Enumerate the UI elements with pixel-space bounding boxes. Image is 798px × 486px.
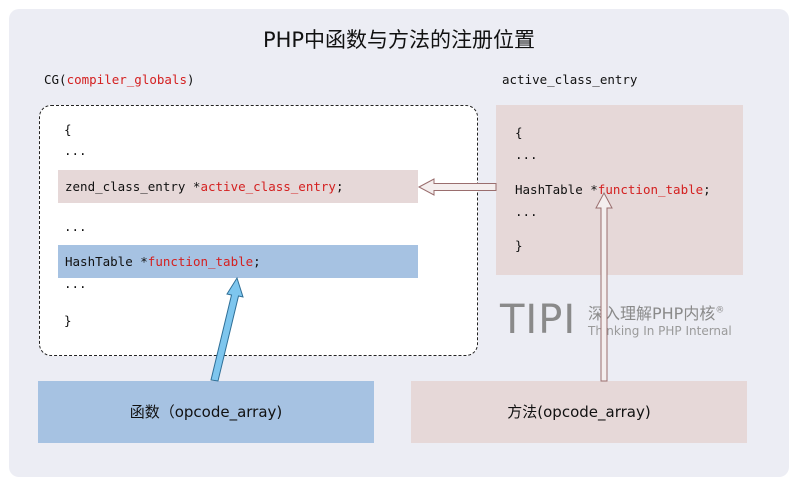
cg-label-prefix: CG(: [44, 72, 67, 87]
function-opcode-box: 函数（opcode_array): [38, 381, 374, 443]
diagram-title: PHP中函数与方法的注册位置: [262, 28, 536, 52]
cg-ace-field: active_class_entry: [200, 179, 336, 194]
ace-ft-field: function_table: [597, 182, 704, 197]
ace-to-cg-arrow: [417, 178, 497, 196]
tipi-logo-mark: TIPI: [500, 297, 577, 343]
ace-ft-prefix: HashTable *: [515, 182, 598, 197]
ace-dots-2: ...: [515, 204, 538, 219]
ace-function-table-line: HashTable *function_table;: [515, 182, 711, 197]
ace-struct-box: [496, 105, 743, 275]
cg-label-name: compiler_globals: [66, 72, 187, 87]
method-to-ace-arrow: [595, 191, 613, 382]
tipi-logo: TIPI 深入理解PHP内核® Thinking In PHP Internal: [500, 298, 760, 348]
ace-dots-1: ...: [515, 147, 538, 162]
cg-dots-3: ...: [64, 276, 87, 291]
tipi-logo-registered: ®: [715, 305, 725, 316]
ace-close-brace: }: [515, 238, 523, 253]
ace-label: active_class_entry: [502, 72, 638, 87]
method-opcode-box: 方法(opcode_array): [411, 381, 747, 443]
cg-label-suffix: ): [187, 72, 195, 87]
cg-ft-prefix: HashTable *: [65, 254, 148, 269]
cg-open-brace: {: [64, 122, 72, 137]
cg-close-brace: }: [64, 313, 72, 328]
cg-ace-prefix: zend_class_entry *: [65, 179, 201, 194]
cg-ft-suffix: ;: [253, 254, 261, 269]
tipi-logo-cn-text: 深入理解PHP内核: [588, 304, 716, 323]
cg-dots-1: ...: [64, 143, 87, 158]
ace-ft-suffix: ;: [703, 182, 711, 197]
cg-ace-suffix: ;: [335, 179, 344, 194]
tipi-logo-cn: 深入理解PHP内核®: [588, 300, 724, 324]
tipi-logo-en: Thinking In PHP Internal: [588, 324, 732, 338]
cg-label: CG(compiler_globals): [44, 72, 195, 87]
function-to-cg-arrow: [210, 276, 244, 382]
cg-ft-field: function_table: [147, 254, 254, 269]
cg-function-table-row: HashTable *function_table;: [58, 245, 418, 278]
cg-struct-box: [39, 105, 478, 356]
cg-dots-2: ...: [64, 219, 87, 234]
cg-active-class-entry-row: zend_class_entry *active_class_entry;: [58, 170, 418, 203]
ace-open-brace: {: [515, 125, 523, 140]
